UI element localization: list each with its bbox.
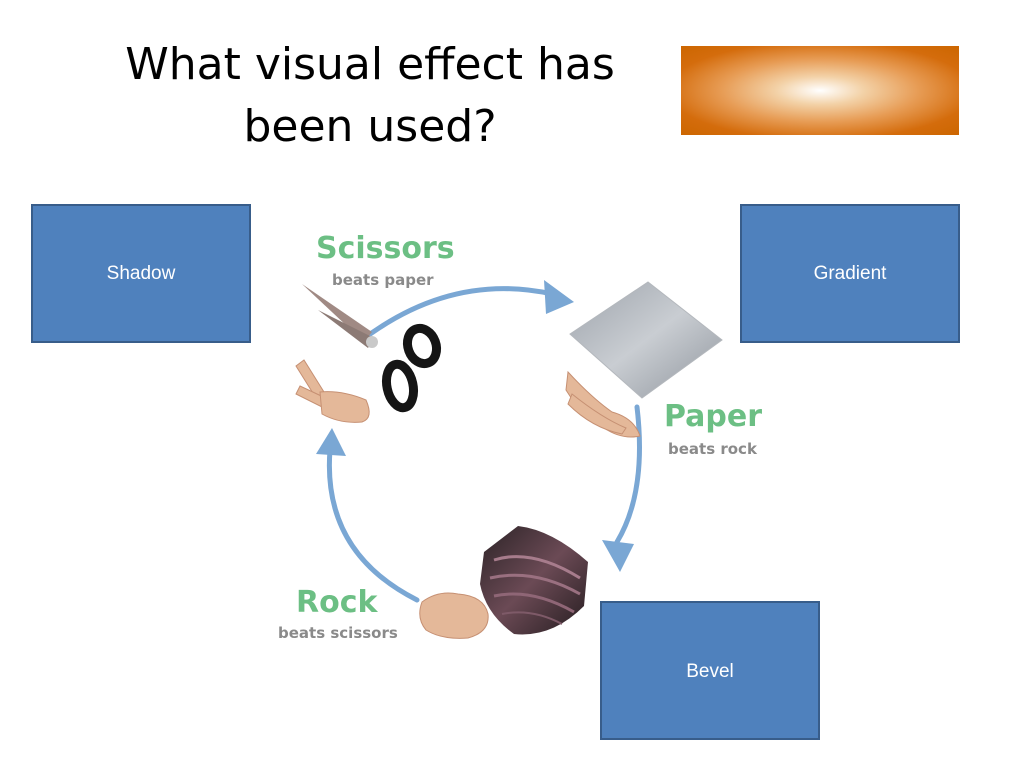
answer-shadow-button[interactable]: Shadow: [31, 204, 251, 343]
arrowhead-to-scissors: [316, 428, 346, 456]
answer-shadow-label: Shadow: [106, 263, 176, 284]
arrow-scissors-to-paper: [359, 286, 555, 343]
paper-illustration: [569, 281, 723, 399]
answer-gradient-button[interactable]: Gradient: [740, 204, 960, 343]
arrow-rock-to-scissors: [326, 447, 420, 603]
rock-title: Rock: [296, 585, 378, 620]
arrow-paper-to-rock: [614, 404, 642, 545]
flat-hand-illustration: [565, 370, 641, 438]
fist-illustration: [419, 592, 489, 639]
answer-bevel-label: Bevel: [686, 661, 734, 682]
answer-bevel-button[interactable]: Bevel: [600, 601, 820, 740]
slide-title: What visual effect has been used?: [125, 39, 615, 152]
arrowhead-to-paper: [544, 280, 574, 314]
gradient-swatch-image: [681, 46, 959, 135]
paper-subtitle: beats rock: [668, 440, 758, 458]
rock-paper-scissors-diagram: Scissors beats paper Paper beats rock: [278, 231, 762, 642]
arrow-heads: [316, 280, 634, 572]
paper-title: Paper: [664, 399, 762, 434]
arrowhead-to-rock: [602, 540, 634, 572]
cycle-arrows: [326, 286, 642, 603]
scissors-title: Scissors: [316, 231, 455, 266]
scissors-illustration: [302, 284, 442, 413]
answer-gradient-label: Gradient: [813, 263, 887, 284]
scissors-subtitle: beats paper: [332, 271, 434, 289]
rock-subtitle: beats scissors: [278, 624, 398, 642]
rock-illustration: [480, 526, 588, 635]
victory-hand-illustration: [295, 359, 370, 423]
